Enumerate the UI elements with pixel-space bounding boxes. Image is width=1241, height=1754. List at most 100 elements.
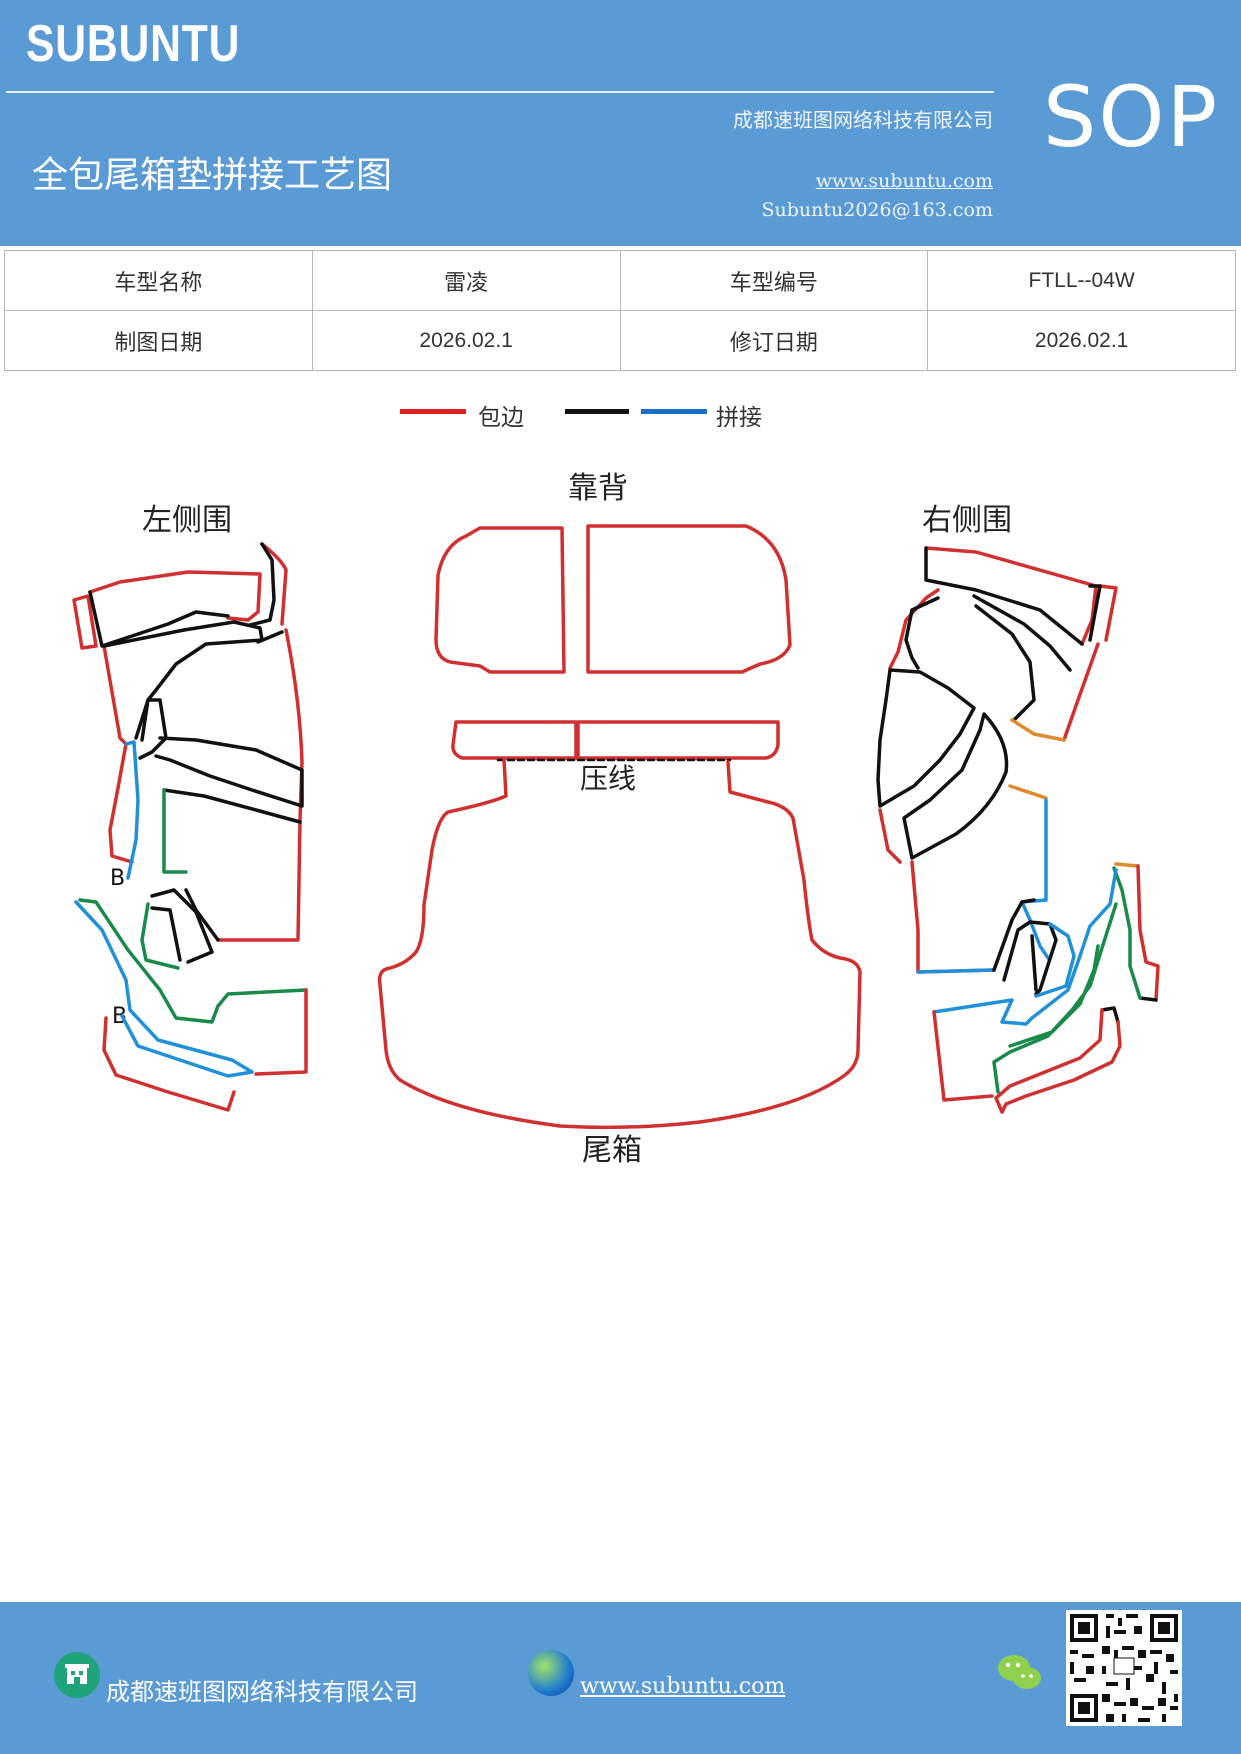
trunk-floor-panel: [377, 758, 862, 1130]
footer-company-name: 成都速班图网络科技有限公司: [106, 1678, 418, 1706]
left-top-strip: [72, 594, 98, 650]
header-banner: SUBUNTU 成都速班图网络科技有限公司 全包尾箱垫拼接工艺图 www.sub…: [0, 0, 1241, 246]
legend: 包边 拼接: [0, 398, 1241, 438]
left-red-right-bottom: [254, 988, 308, 1076]
revise-date-label: 修订日期: [619, 310, 929, 371]
trunk-mat-diagram: 左侧围 靠背 右侧围 压线 尾箱 B B: [72, 471, 1160, 1168]
right-upper-black-2: [974, 604, 1036, 722]
legend-blue-swatch: [641, 409, 707, 414]
right-top-strip-black: [924, 546, 1084, 646]
header-divider: [6, 91, 994, 93]
left-side-panels: [72, 542, 308, 1112]
right-big-red-left: [910, 860, 996, 974]
qr-code[interactable]: [1066, 1610, 1182, 1726]
right-black-far: [1138, 996, 1158, 1002]
right-red-bottom: [994, 1008, 1122, 1114]
right-blue-3: [1034, 922, 1076, 998]
trunk-label: 尾箱: [582, 1133, 642, 1168]
right-top-strip: [924, 546, 1098, 646]
legend-red-label: 包边: [478, 405, 524, 431]
right-upper-black-1: [972, 594, 1072, 672]
press-band-left: [451, 720, 578, 760]
backrest-panels: [434, 524, 792, 674]
press-band-right: [576, 720, 780, 760]
left-green-2: [140, 902, 180, 970]
marker-b-lower: B: [112, 1004, 127, 1029]
left-red-bottom: [102, 1016, 236, 1112]
right-mid-black-left: [904, 596, 940, 670]
right-big-black-2: [902, 712, 1009, 860]
backrest-right-panel: [586, 524, 792, 674]
right-orange-2: [1008, 784, 1048, 800]
company-building-icon: [54, 1652, 100, 1698]
left-blue-2: [74, 900, 254, 1074]
right-red-far: [1136, 864, 1160, 1002]
backrest-label: 靠背: [568, 471, 628, 506]
press-band: [451, 720, 780, 760]
left-black-3: [134, 698, 168, 760]
legend-red-swatch: [400, 409, 466, 414]
model-code-label: 车型编号: [619, 250, 929, 311]
backrest-left-panel: [434, 526, 566, 674]
left-black-6: [184, 888, 220, 942]
left-main-right: [216, 628, 304, 942]
left-main-outer: [102, 644, 134, 864]
marker-b-upper: B: [110, 866, 125, 891]
left-upper-black: [88, 590, 230, 648]
left-black-2: [256, 630, 284, 644]
website-link[interactable]: www.subuntu.com: [815, 170, 993, 192]
draw-date-label: 制图日期: [4, 310, 313, 371]
left-green-1: [162, 788, 188, 874]
left-blue-3: [120, 1014, 254, 1078]
left-black-1: [102, 620, 264, 742]
legend-splice-label: 拼接: [716, 405, 762, 431]
right-blue-far: [932, 868, 1118, 1026]
page-title: 全包尾箱垫拼接工艺图: [32, 155, 393, 196]
right-green-lower-2: [1008, 944, 1100, 1048]
left-black-4: [154, 736, 304, 808]
press-line-label: 压线: [580, 762, 636, 795]
legend-black-swatch: [565, 409, 629, 414]
company-name: 成都速班图网络科技有限公司: [733, 108, 993, 132]
left-black-8: [150, 906, 182, 962]
right-black-mid-3: [1030, 934, 1038, 992]
left-black-5: [162, 788, 302, 824]
right-orange-3: [1114, 862, 1140, 868]
draw-date-value: 2026.02.1: [311, 310, 621, 371]
footer-website-link[interactable]: www.subuntu.com: [580, 1674, 786, 1699]
right-top-red-right: [1098, 584, 1118, 642]
left-right-strip-black: [248, 542, 276, 627]
left-top-strip-2: [88, 570, 262, 622]
right-black-mid-1: [992, 898, 1036, 972]
brand-logo: SUBUNTU: [26, 15, 241, 73]
right-orange-1: [1010, 718, 1066, 742]
right-side-panels: [876, 546, 1160, 1114]
sop-badge: SOP: [1043, 68, 1220, 166]
footer-banner: 成都速班图网络科技有限公司 www.subuntu.com: [0, 1602, 1241, 1754]
right-mid-red-left: [888, 588, 940, 670]
model-code-value: FTLL--04W: [927, 250, 1236, 311]
right-green-far: [1112, 866, 1142, 1000]
right-top-black-right: [1088, 584, 1102, 642]
right-red-left-outer: [878, 808, 902, 864]
model-name-value: 雷凌: [311, 250, 621, 311]
right-mid-red: [1062, 642, 1100, 742]
revise-date-value: 2026.02.1: [927, 310, 1236, 371]
email-address: Subuntu2026@163.com: [761, 199, 993, 221]
left-blue-1: [124, 740, 140, 880]
globe-icon: [528, 1650, 574, 1696]
left-side-label: 左侧围: [142, 503, 232, 538]
table-row: 制图日期 2026.02.1 修订日期 2026.02.1: [4, 310, 1236, 371]
right-big-black: [876, 668, 976, 808]
right-red-bottom-left: [932, 1010, 994, 1102]
left-black-7: [150, 888, 214, 964]
right-side-label: 右侧围: [922, 503, 1012, 538]
right-black-bottom: [1100, 1006, 1120, 1024]
right-blue-2: [916, 968, 996, 974]
wechat-icon[interactable]: [996, 1652, 1044, 1694]
right-blue-1: [1020, 798, 1050, 960]
info-table: 车型名称 雷凌 车型编号 FTLL--04W 制图日期 2026.02.1 修订…: [4, 250, 1236, 371]
table-row: 车型名称 雷凌 车型编号 FTLL--04W: [4, 250, 1236, 311]
model-name-label: 车型名称: [4, 250, 313, 311]
left-green-3: [78, 898, 308, 1024]
